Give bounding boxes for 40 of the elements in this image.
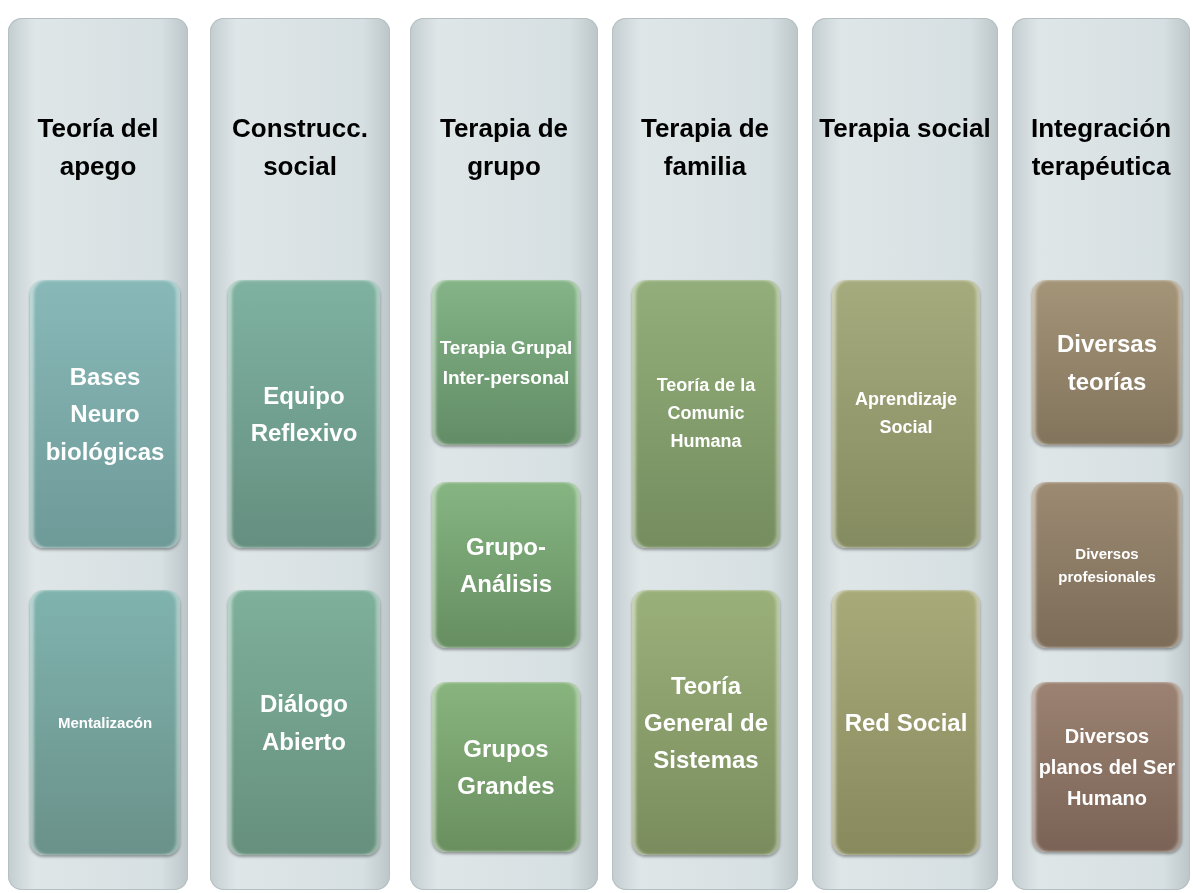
topic-label: Diversos profesionales bbox=[1057, 543, 1157, 587]
topic-label: Bases Neuro biológicas bbox=[44, 362, 166, 467]
column-heading: Construcc. social bbox=[231, 112, 369, 183]
topic-label: Terapia Grupal Inter-personal bbox=[438, 336, 574, 390]
column-panel bbox=[410, 18, 598, 890]
topic-box bbox=[30, 590, 180, 855]
column-panel bbox=[1012, 18, 1190, 890]
column-heading: Terapia social bbox=[818, 112, 992, 145]
column-heading: Integración terapéutica bbox=[1029, 112, 1173, 183]
column-panel bbox=[612, 18, 798, 890]
column-heading: Terapia de familia bbox=[639, 112, 771, 183]
topic-label: Diálogo Abierto bbox=[259, 689, 349, 757]
topic-box bbox=[432, 280, 580, 445]
column-panel bbox=[210, 18, 390, 890]
topic-box bbox=[632, 280, 780, 548]
topic-label: Equipo Reflexivo bbox=[249, 380, 359, 448]
topic-label: Grupos Grandes bbox=[456, 733, 556, 801]
topic-label: Mentalizacón bbox=[56, 712, 154, 733]
topic-box bbox=[228, 590, 380, 855]
topic-box bbox=[1032, 280, 1182, 445]
topic-box bbox=[228, 280, 380, 548]
topic-label: Teoría de la Comunic Humana bbox=[655, 374, 757, 453]
column-panel bbox=[812, 18, 998, 890]
topic-box bbox=[30, 280, 180, 548]
topic-box bbox=[632, 590, 780, 855]
topic-label: Aprendizaje Social bbox=[854, 388, 958, 439]
column-heading: Teoría del apego bbox=[36, 112, 160, 183]
topic-box bbox=[832, 280, 980, 548]
topic-box bbox=[432, 482, 580, 648]
topic-label: Teoría General de Sistemas bbox=[642, 670, 770, 776]
column-panel bbox=[8, 18, 188, 890]
topic-box bbox=[432, 682, 580, 852]
topic-label: Diversas teorías bbox=[1055, 329, 1159, 397]
topic-box bbox=[832, 590, 980, 855]
topic-label: Grupo-Análisis bbox=[458, 531, 553, 599]
column-heading: Terapia de grupo bbox=[438, 112, 570, 183]
topic-box bbox=[1032, 682, 1182, 852]
topic-label: Diversos planos del Ser Humano bbox=[1037, 723, 1177, 811]
topic-label: Red Social bbox=[843, 707, 969, 738]
topic-box bbox=[1032, 482, 1182, 648]
